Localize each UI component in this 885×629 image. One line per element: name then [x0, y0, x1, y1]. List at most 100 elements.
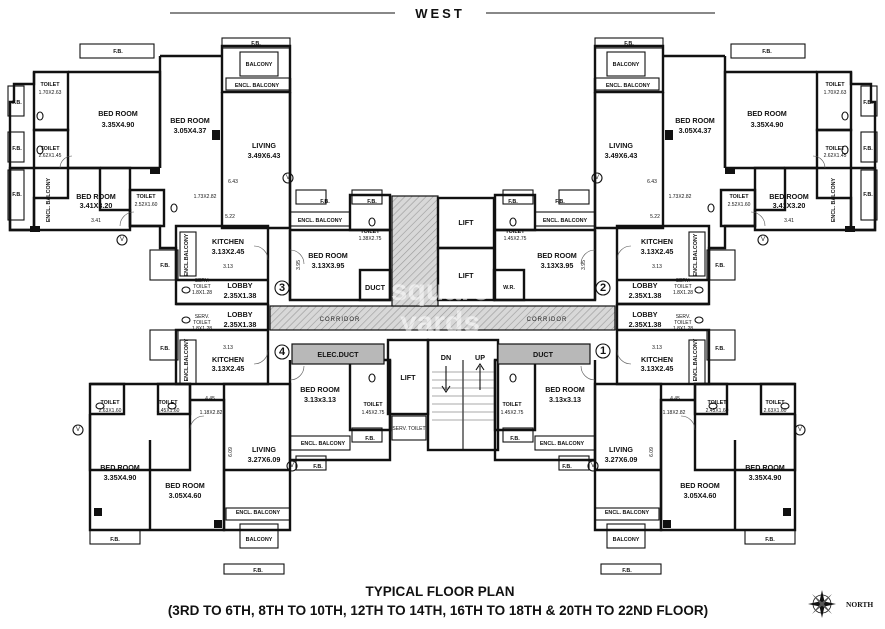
svg-text:F.B.: F.B. — [715, 263, 725, 269]
svg-text:3.35X4.90: 3.35X4.90 — [751, 120, 784, 129]
svg-text:ENCL. BALCONY: ENCL. BALCONY — [540, 441, 585, 447]
svg-text:F.B.: F.B. — [253, 568, 263, 574]
svg-text:3.95: 3.95 — [581, 260, 587, 270]
svg-text:F.B.: F.B. — [110, 537, 120, 543]
svg-text:1.8X1.28: 1.8X1.28 — [673, 326, 693, 332]
svg-text:SERV.: SERV. — [195, 314, 209, 320]
svg-text:LOBBY: LOBBY — [632, 281, 657, 290]
svg-text:F.B.: F.B. — [510, 436, 520, 442]
svg-text:1.70X2.63: 1.70X2.63 — [39, 90, 62, 96]
svg-text:LIVING: LIVING — [609, 141, 633, 150]
watermark-line1: square — [391, 274, 489, 307]
svg-text:F.B.: F.B. — [160, 346, 170, 352]
lobby-hatch — [391, 195, 439, 307]
duct-label-right: DUCT — [533, 350, 554, 359]
svg-text:ENCL. BALCONY: ENCL. BALCONY — [236, 510, 281, 516]
svg-text:2.35X1.38: 2.35X1.38 — [224, 291, 257, 300]
svg-text:BED ROOM: BED ROOM — [100, 463, 140, 472]
svg-text:6.09: 6.09 — [228, 447, 234, 457]
svg-text:2.63X1.60: 2.63X1.60 — [764, 408, 787, 414]
corridor-label-left: CORRIDOR — [320, 317, 361, 323]
svg-text:1.8X1.28: 1.8X1.28 — [673, 290, 693, 296]
svg-text:BED ROOM: BED ROOM — [300, 385, 340, 394]
svg-text:3.41: 3.41 — [91, 218, 101, 224]
svg-text:KITCHEN: KITCHEN — [641, 355, 673, 364]
svg-text:1.73X2.82: 1.73X2.82 — [669, 194, 692, 200]
west-label: WEST — [415, 6, 465, 21]
svg-text:V: V — [595, 175, 599, 181]
watermark-line2: yards — [400, 306, 480, 339]
svg-text:BED ROOM: BED ROOM — [98, 109, 138, 118]
svg-text:4.45: 4.45 — [205, 396, 215, 402]
svg-text:V: V — [286, 175, 290, 181]
svg-text:3.13X2.45: 3.13X2.45 — [212, 364, 245, 373]
svg-text:3.35X4.90: 3.35X4.90 — [104, 473, 137, 482]
plan-title: TYPICAL FLOOR PLAN — [365, 584, 514, 599]
lift-label-1: LIFT — [458, 218, 474, 227]
svg-text:BED ROOM: BED ROOM — [747, 109, 787, 118]
svg-text:LOBBY: LOBBY — [227, 310, 252, 319]
svg-text:F.B.: F.B. — [863, 192, 873, 198]
svg-text:6.43: 6.43 — [647, 179, 657, 185]
svg-text:ENCL. BALCONY: ENCL. BALCONY — [235, 83, 280, 89]
svg-text:V: V — [290, 463, 294, 469]
svg-text:3.27X6.09: 3.27X6.09 — [605, 455, 638, 464]
svg-text:ENCL. BALCONY: ENCL. BALCONY — [46, 177, 52, 222]
svg-text:3.27X6.09: 3.27X6.09 — [248, 455, 281, 464]
svg-text:2.35X1.38: 2.35X1.38 — [629, 320, 662, 329]
svg-text:BED ROOM: BED ROOM — [675, 116, 715, 125]
svg-text:3.13: 3.13 — [223, 345, 233, 351]
svg-text:TOILET: TOILET — [363, 402, 383, 408]
svg-text:LIVING: LIVING — [252, 141, 276, 150]
svg-text:TOILET: TOILET — [674, 320, 691, 326]
svg-text:3.49X6.43: 3.49X6.43 — [248, 151, 281, 160]
svg-text:ENCL.BALCONY: ENCL.BALCONY — [184, 233, 190, 276]
svg-text:BED ROOM: BED ROOM — [308, 251, 348, 260]
svg-text:SERV.: SERV. — [676, 278, 690, 284]
svg-text:F.B.: F.B. — [367, 199, 377, 205]
svg-text:1.73X2.82: 1.73X2.82 — [194, 194, 217, 200]
svg-text:3.41: 3.41 — [784, 218, 794, 224]
svg-text:BED ROOM: BED ROOM — [545, 385, 585, 394]
svg-text:BALCONY: BALCONY — [246, 62, 273, 68]
svg-text:ENCL.BALCONY: ENCL.BALCONY — [693, 233, 699, 276]
svg-text:TOILET: TOILET — [502, 402, 522, 408]
svg-text:F.B.: F.B. — [320, 199, 330, 205]
svg-text:2.35X1.38: 2.35X1.38 — [629, 291, 662, 300]
right-wing-labels: F.B. F.B. BALCONY ENCL. BALCONY F.B. F.B… — [501, 41, 874, 574]
svg-text:BED ROOM: BED ROOM — [769, 192, 809, 201]
svg-text:ENCL.BALCONY: ENCL.BALCONY — [693, 338, 699, 381]
svg-text:SERV.: SERV. — [195, 278, 209, 284]
svg-text:3.13x3.13: 3.13x3.13 — [304, 395, 336, 404]
svg-text:F.B.: F.B. — [113, 49, 123, 55]
svg-text:3.13: 3.13 — [652, 264, 662, 270]
svg-text:BED ROOM: BED ROOM — [537, 251, 577, 260]
svg-text:5.22: 5.22 — [225, 214, 235, 220]
svg-text:3.13: 3.13 — [652, 345, 662, 351]
svg-text:2.62X1.45: 2.62X1.45 — [39, 153, 62, 159]
svg-text:TOILET: TOILET — [158, 400, 178, 406]
svg-text:1.45X2.75: 1.45X2.75 — [504, 236, 527, 242]
compass-icon — [808, 590, 836, 618]
corridor — [269, 305, 616, 331]
svg-text:3.13X2.45: 3.13X2.45 — [641, 247, 674, 256]
flat-number-3: 3 — [279, 282, 285, 294]
flat-number-2: 2 — [600, 282, 606, 294]
svg-text:6.09: 6.09 — [649, 447, 655, 457]
svg-text:KITCHEN: KITCHEN — [212, 355, 244, 364]
svg-text:F.B.: F.B. — [160, 263, 170, 269]
svg-text:V: V — [76, 427, 80, 433]
svg-text:V: V — [761, 237, 765, 243]
svg-text:2.52X1.60: 2.52X1.60 — [728, 202, 751, 208]
svg-text:F.B.: F.B. — [762, 49, 772, 55]
svg-text:2.45X1.60: 2.45X1.60 — [157, 408, 180, 414]
svg-text:F.B.: F.B. — [765, 537, 775, 543]
svg-text:1.70X2.63: 1.70X2.63 — [824, 90, 847, 96]
svg-text:3.41X3.20: 3.41X3.20 — [80, 201, 113, 210]
svg-text:V: V — [798, 427, 802, 433]
svg-text:BALCONY: BALCONY — [246, 537, 273, 543]
svg-text:F.B.: F.B. — [715, 346, 725, 352]
svg-text:BED ROOM: BED ROOM — [170, 116, 210, 125]
svg-text:LOBBY: LOBBY — [227, 281, 252, 290]
